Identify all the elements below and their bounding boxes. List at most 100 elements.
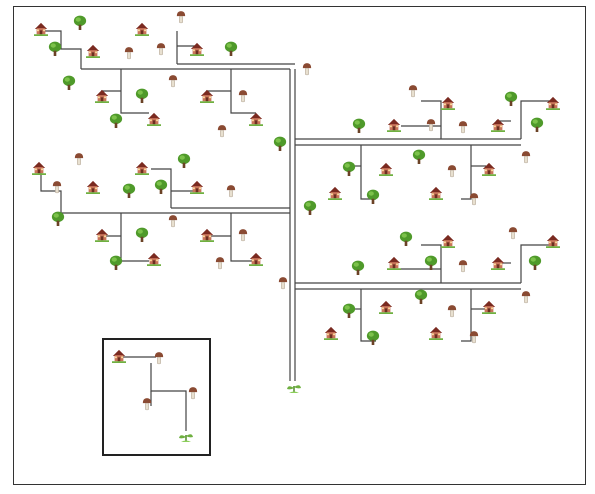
mushroom-icon [176,10,186,24]
house-icon [190,180,204,194]
tree-icon [412,149,426,164]
maze-path-segment [230,69,256,114]
mushroom-icon [426,118,436,132]
sprout-icon [178,433,194,443]
house-icon [147,112,161,126]
maze-path-segment [461,289,472,342]
house-icon [379,300,393,314]
tree-icon [224,41,238,56]
tree-icon [414,289,428,304]
house-icon [249,252,263,266]
house-icon [86,180,100,194]
house-icon [95,89,109,103]
tree-icon [366,189,380,204]
house-icon [429,326,443,340]
sprout-icon [286,384,302,394]
tree-icon [424,255,438,270]
mushroom-icon [447,304,457,318]
mushroom-icon [124,46,134,60]
maze-path-segment [421,244,442,283]
tree-icon [366,330,380,345]
maze-path-segment [151,168,172,208]
maze-path-segment [520,244,551,283]
tree-icon [352,118,366,133]
mushroom-icon [278,276,288,290]
maze-pieces [32,10,560,443]
house-icon [429,186,443,200]
house-icon [190,42,204,56]
tree-icon [154,179,168,194]
mushroom-icon [154,351,164,365]
house-icon [86,44,100,58]
maze-paths [40,30,551,431]
tree-icon [62,75,76,90]
house-icon [546,234,560,248]
maze-path-segment [461,145,472,200]
mushroom-icon [238,228,248,242]
house-icon [546,96,560,110]
mushroom-icon [168,214,178,228]
tree-icon [177,153,191,168]
tree-icon [109,255,123,270]
house-icon [441,96,455,110]
house-icon [328,186,342,200]
maze-path-segment [40,169,62,213]
house-icon [482,162,496,176]
mushroom-icon [458,259,468,273]
house-icon [135,22,149,36]
tree-icon [273,136,287,151]
tree-icon [122,183,136,198]
tree-icon [528,255,542,270]
tree-icon [504,91,518,106]
tree-icon [399,231,413,246]
mushroom-icon [168,74,178,88]
tree-icon [48,41,62,56]
house-icon [324,326,338,340]
maze-path-segment [520,100,551,139]
mushroom-icon [156,42,166,56]
house-icon [387,256,401,270]
mushroom-icon [215,256,225,270]
mushroom-icon [508,226,518,240]
tree-icon [109,113,123,128]
house-icon [147,252,161,266]
maze-path-segment [120,69,149,114]
maze-path-segment [41,30,82,69]
mushroom-icon [447,164,457,178]
puzzle-board [13,6,586,485]
tree-icon [530,117,544,132]
tree-icon [351,260,365,275]
mushroom-icon [217,124,227,138]
tree-icon [135,88,149,103]
house-icon [441,234,455,248]
example-inset-box [102,338,211,456]
tree-icon [342,303,356,318]
mushroom-icon [521,150,531,164]
mushroom-icon [188,386,198,400]
house-icon [482,300,496,314]
house-icon [249,112,263,126]
tree-icon [342,161,356,176]
maze-path-segment [230,213,256,262]
house-icon [135,161,149,175]
house-icon [32,161,46,175]
mushroom-icon [521,290,531,304]
house-icon [387,118,401,132]
mushroom-icon [238,89,248,103]
maze-path-segment [150,363,187,431]
mushroom-icon [74,152,84,166]
tree-icon [135,227,149,242]
house-icon [34,22,48,36]
mushroom-icon [142,397,152,411]
house-icon [379,162,393,176]
mushroom-icon [302,62,312,76]
mushroom-icon [458,120,468,134]
mushroom-icon [226,184,236,198]
maze-path-segment [360,289,376,342]
tree-icon [303,200,317,215]
mushroom-icon [408,84,418,98]
house-icon [200,89,214,103]
tree-icon [51,211,65,226]
tree-icon [73,15,87,30]
